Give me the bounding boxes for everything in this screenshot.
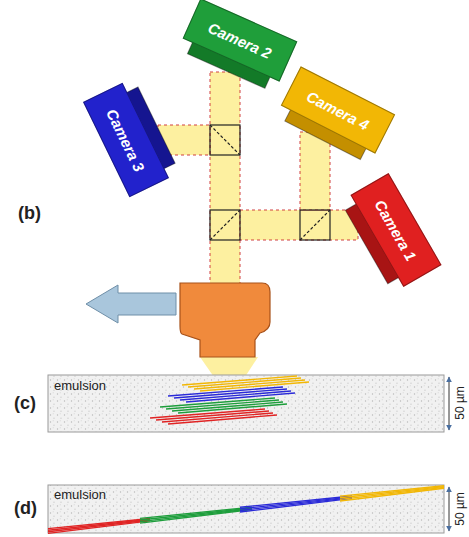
track-line bbox=[156, 411, 269, 420]
track-line bbox=[240, 497, 352, 509]
track-line bbox=[340, 488, 444, 501]
thickness-arrow bbox=[449, 377, 450, 531]
camera-label: Camera 2 bbox=[206, 18, 275, 61]
track-line bbox=[160, 398, 275, 407]
panel-label: (b) bbox=[18, 203, 41, 224]
camera-box: Camera 4 bbox=[281, 66, 395, 153]
track-line bbox=[48, 519, 150, 530]
track-line bbox=[340, 487, 444, 499]
track-line bbox=[188, 378, 301, 387]
panel-label: (d) bbox=[14, 498, 37, 519]
track-line bbox=[48, 520, 150, 532]
beam bbox=[300, 132, 330, 210]
beam bbox=[240, 210, 358, 240]
thickness-label: 50 µm bbox=[453, 491, 467, 527]
emulsion-layer bbox=[48, 485, 444, 533]
objective-lens bbox=[180, 283, 270, 357]
camera-lens-plates bbox=[126, 42, 399, 284]
track-line bbox=[140, 509, 252, 522]
track-line bbox=[172, 402, 283, 411]
camera-box: Camera 3 bbox=[83, 83, 169, 198]
layer-name: emulsion bbox=[54, 378, 106, 393]
track-line bbox=[48, 521, 150, 534]
track-line bbox=[162, 413, 273, 422]
particle-tracks bbox=[48, 376, 444, 533]
track-line bbox=[166, 400, 279, 409]
beam-splitter bbox=[210, 125, 330, 240]
track-line bbox=[140, 510, 252, 524]
panel-label: (c) bbox=[14, 393, 36, 414]
track-line bbox=[240, 498, 352, 512]
emulsion-layer bbox=[48, 375, 444, 432]
track-line bbox=[340, 487, 444, 498]
track-line bbox=[194, 380, 305, 389]
thickness-label: 50 µm bbox=[453, 385, 467, 421]
beam bbox=[210, 72, 240, 284]
camera-label: Camera 4 bbox=[304, 87, 372, 133]
camera-box: Camera 1 bbox=[350, 173, 441, 287]
track-line bbox=[240, 498, 352, 511]
track-line bbox=[182, 376, 297, 385]
track-line bbox=[140, 508, 252, 520]
camera-label: Camera 3 bbox=[104, 106, 149, 174]
track-line bbox=[150, 409, 265, 418]
track-line bbox=[168, 415, 277, 424]
motion-arrow bbox=[86, 285, 176, 323]
camera-box: Camera 2 bbox=[183, 0, 298, 82]
layer-name: emulsion bbox=[54, 487, 106, 502]
track-line bbox=[174, 389, 287, 398]
track-line bbox=[168, 387, 283, 396]
camera-label: Camera 1 bbox=[372, 196, 420, 263]
